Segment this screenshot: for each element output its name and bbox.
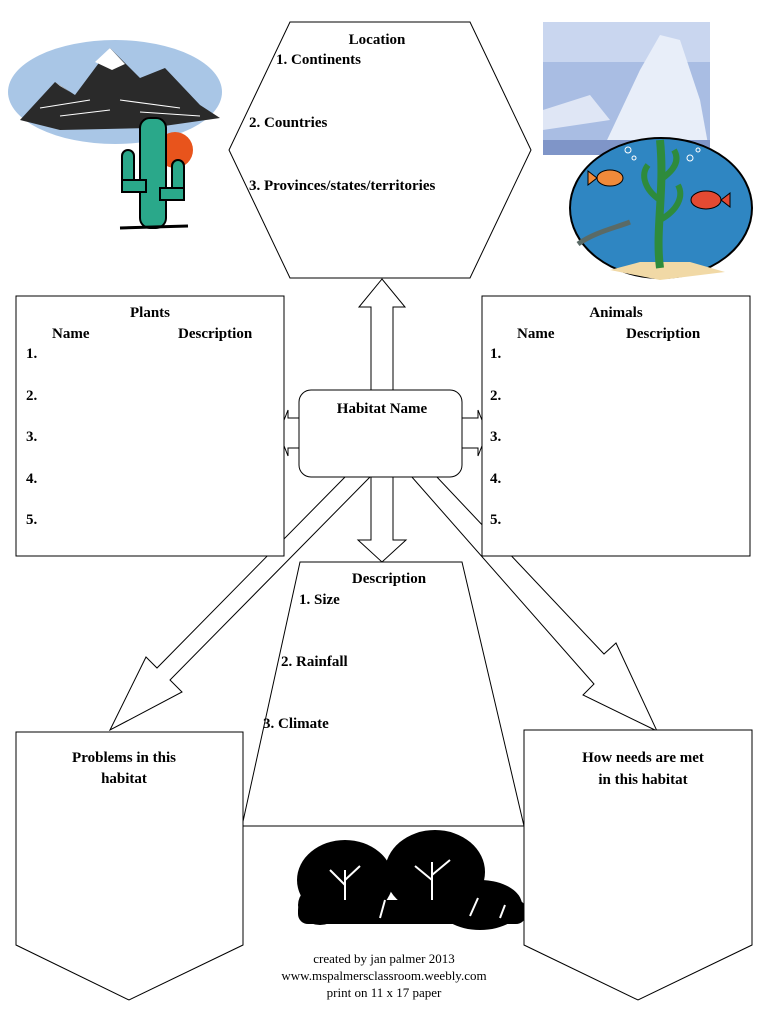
location-hexagon xyxy=(228,21,532,279)
location-title: Location xyxy=(349,32,406,48)
plants-row-1: 1. xyxy=(26,346,38,362)
iceberg-icon xyxy=(543,22,710,155)
animals-col-description: Description xyxy=(626,326,701,342)
animals-title: Animals xyxy=(589,305,643,321)
plants-row-5: 5. xyxy=(26,512,38,528)
animals-box xyxy=(481,295,751,557)
location-item-countries: 2. Countries xyxy=(249,115,327,131)
arrow-to-problems xyxy=(108,475,373,732)
description-item-rainfall: 2. Rainfall xyxy=(281,654,348,670)
description-item-size: 1. Size xyxy=(299,592,340,608)
plants-col-description: Description xyxy=(178,326,253,342)
footer-website: www.mspalmersclassroom.weebly.com xyxy=(281,968,486,983)
habitat-name-box xyxy=(298,389,463,478)
animals-row-5: 5. xyxy=(490,512,502,528)
footer-print-note: print on 11 x 17 paper xyxy=(327,985,442,1000)
plants-title: Plants xyxy=(130,305,170,321)
location-item-continents: 1. Continents xyxy=(276,52,361,68)
problems-box xyxy=(15,731,244,1001)
needs-line-2: in this habitat xyxy=(598,772,687,788)
needs-box xyxy=(523,729,753,1001)
habitat-name-title: Habitat Name xyxy=(337,401,428,417)
plants-row-4: 4. xyxy=(26,471,38,487)
problems-line-1: Problems in this xyxy=(72,750,176,766)
bush-icon xyxy=(297,830,526,930)
footer-credit: created by jan palmer 2013 xyxy=(313,951,455,966)
animals-row-2: 2. xyxy=(490,388,502,404)
arrow-to-needs xyxy=(409,475,659,733)
animals-row-3: 3. xyxy=(490,429,502,445)
mountain-cactus-icon xyxy=(8,40,222,230)
description-title: Description xyxy=(352,571,427,587)
animals-row-4: 4. xyxy=(490,471,502,487)
arrow-to-description xyxy=(356,475,408,563)
location-item-provinces: 3. Provinces/states/territories xyxy=(249,178,435,194)
plants-row-3: 3. xyxy=(26,429,38,445)
animals-col-name: Name xyxy=(517,326,555,342)
plants-row-2: 2. xyxy=(26,388,38,404)
animals-row-1: 1. xyxy=(490,346,502,362)
arrow-to-location xyxy=(357,278,407,393)
plants-col-name: Name xyxy=(52,326,90,342)
description-item-climate: 3. Climate xyxy=(263,716,329,732)
ocean-fish-icon xyxy=(569,137,753,280)
description-trapezoid xyxy=(241,561,525,827)
needs-line-1: How needs are met xyxy=(582,750,704,766)
problems-line-2: habitat xyxy=(101,771,147,787)
plants-box xyxy=(15,295,285,557)
